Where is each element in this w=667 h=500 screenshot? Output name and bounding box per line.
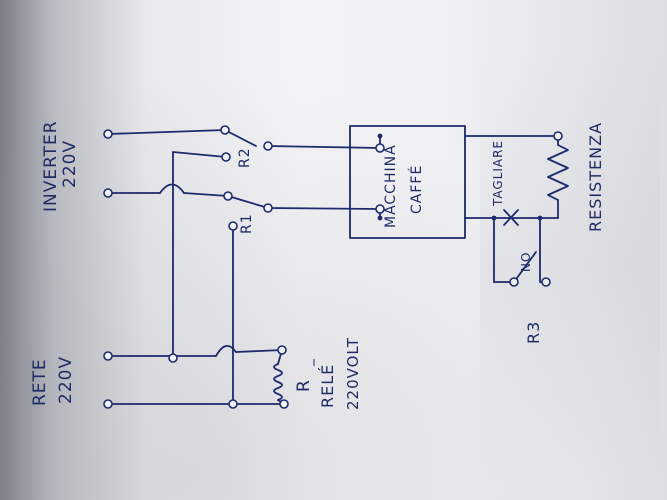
label-r1: R1 [239, 213, 255, 234]
inverter-line-lower [107, 183, 229, 197]
label-macchina: MACCHINA [383, 144, 399, 228]
r3-contact [513, 251, 537, 283]
r2-line-to-machine [267, 145, 381, 149]
relay-coil [273, 349, 285, 405]
label-inverter-voltage: 220V [60, 139, 80, 188]
machine-output-bottom [379, 208, 541, 219]
label-r: R [294, 379, 314, 392]
mains-line-upper [107, 345, 283, 357]
relay-feed-top [172, 151, 227, 158]
label-rete-voltage: 220V [56, 355, 76, 404]
label-caffe: CAFFÉ [409, 164, 425, 214]
label-r-dash: _ [299, 358, 315, 366]
relay-switch-r1 [227, 195, 269, 209]
terminals [103, 125, 563, 409]
bleed-through-text [480, 50, 660, 480]
label-resistenza: RESISTENZA [586, 121, 605, 232]
cut-mark [503, 209, 519, 226]
label-tagliare: TAGLIARE [491, 139, 505, 206]
machine-output-top [379, 135, 559, 149]
label-rele: RELÉ [318, 363, 337, 408]
label-r3: R3 [524, 320, 543, 344]
r1-line-to-machine [267, 207, 381, 210]
label-r2: R2 [237, 147, 253, 168]
relay-switch-r2 [224, 129, 257, 147]
heater-resistor [539, 135, 569, 219]
label-rete: RETE [30, 358, 50, 406]
label-inverter: INVERTER [41, 120, 61, 212]
inverter-line-upper [107, 129, 226, 135]
coffee-machine-box [349, 125, 466, 239]
junction-dots [377, 133, 543, 221]
label-rele-voltage: 220VOLT [344, 337, 362, 410]
label-no-contact: NO [519, 251, 533, 272]
